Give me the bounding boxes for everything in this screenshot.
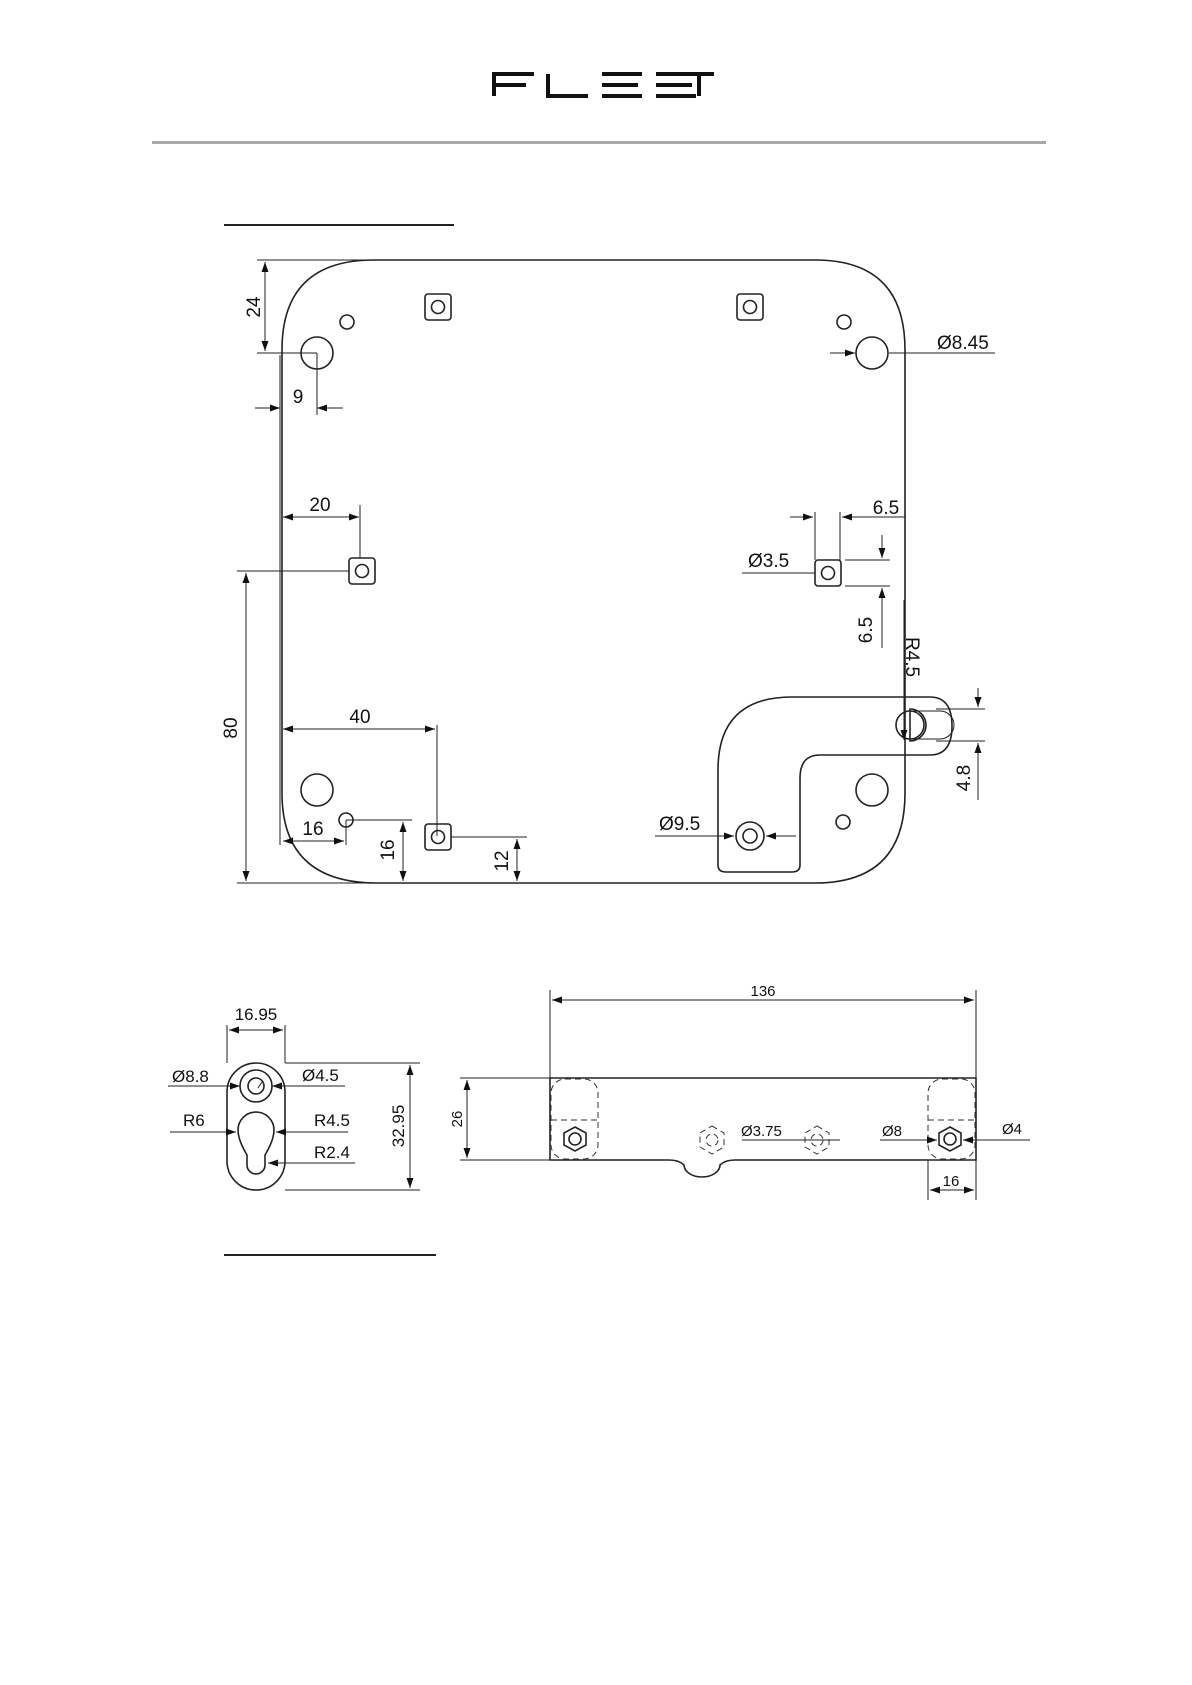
- dim-12: 12: [492, 850, 513, 871]
- dim-16-horizontal: 16: [302, 819, 323, 840]
- top-view-labels: 24 9 Ø8.45 20 6.5 Ø3.5 6.5 R4.5 80 40 4.…: [221, 296, 989, 872]
- dim-diameter-4: Ø4: [1002, 1121, 1022, 1138]
- dim-diameter-3-5: Ø3.5: [748, 551, 789, 572]
- dim-r4-5: R4.5: [314, 1111, 350, 1130]
- corner-hole: [301, 774, 333, 806]
- dim-9: 9: [293, 387, 304, 408]
- dim-136: 136: [750, 983, 775, 1000]
- dim-4-8: 4.8: [954, 765, 975, 791]
- dim-6-5-vertical: 6.5: [856, 617, 877, 643]
- dim-32-95: 32.95: [389, 1105, 408, 1148]
- dim-40: 40: [349, 707, 370, 728]
- dim-diameter-8: Ø8: [882, 1123, 902, 1140]
- dim-16-vertical: 16: [378, 839, 399, 860]
- dim-diameter-3-75: Ø3.75: [741, 1123, 782, 1140]
- dim-r6: R6: [183, 1111, 205, 1130]
- dim-r2-4: R2.4: [314, 1143, 350, 1162]
- top-view-dimensions: [237, 260, 995, 883]
- keyhole-bracket-labels: 16.95 Ø8.8 Ø4.5 R6 R4.5 R2.4 32.95: [172, 1005, 408, 1162]
- dim-16-95: 16.95: [235, 1005, 278, 1024]
- keyhole-bracket-view: [168, 1025, 420, 1190]
- dim-16: 16: [943, 1173, 960, 1190]
- dim-diameter-4-5: Ø4.5: [302, 1066, 339, 1085]
- dim-diameter-8-8: Ø8.8: [172, 1067, 209, 1086]
- dim-diameter-9-5: Ø9.5: [659, 814, 700, 835]
- dim-diameter-8-45: Ø8.45: [937, 333, 989, 354]
- dim-r4-5: R4.5: [901, 637, 922, 677]
- dim-80: 80: [221, 717, 242, 738]
- dim-6-5-horizontal: 6.5: [873, 498, 899, 519]
- dim-26: 26: [449, 1111, 466, 1128]
- dim-20: 20: [309, 495, 330, 516]
- corner-hole: [856, 337, 888, 369]
- dim-24: 24: [244, 296, 265, 318]
- side-view-labels: 136 26 Ø3.75 Ø8 Ø4 16: [449, 983, 1022, 1190]
- side-view: [460, 990, 1030, 1200]
- corner-hole: [856, 774, 888, 806]
